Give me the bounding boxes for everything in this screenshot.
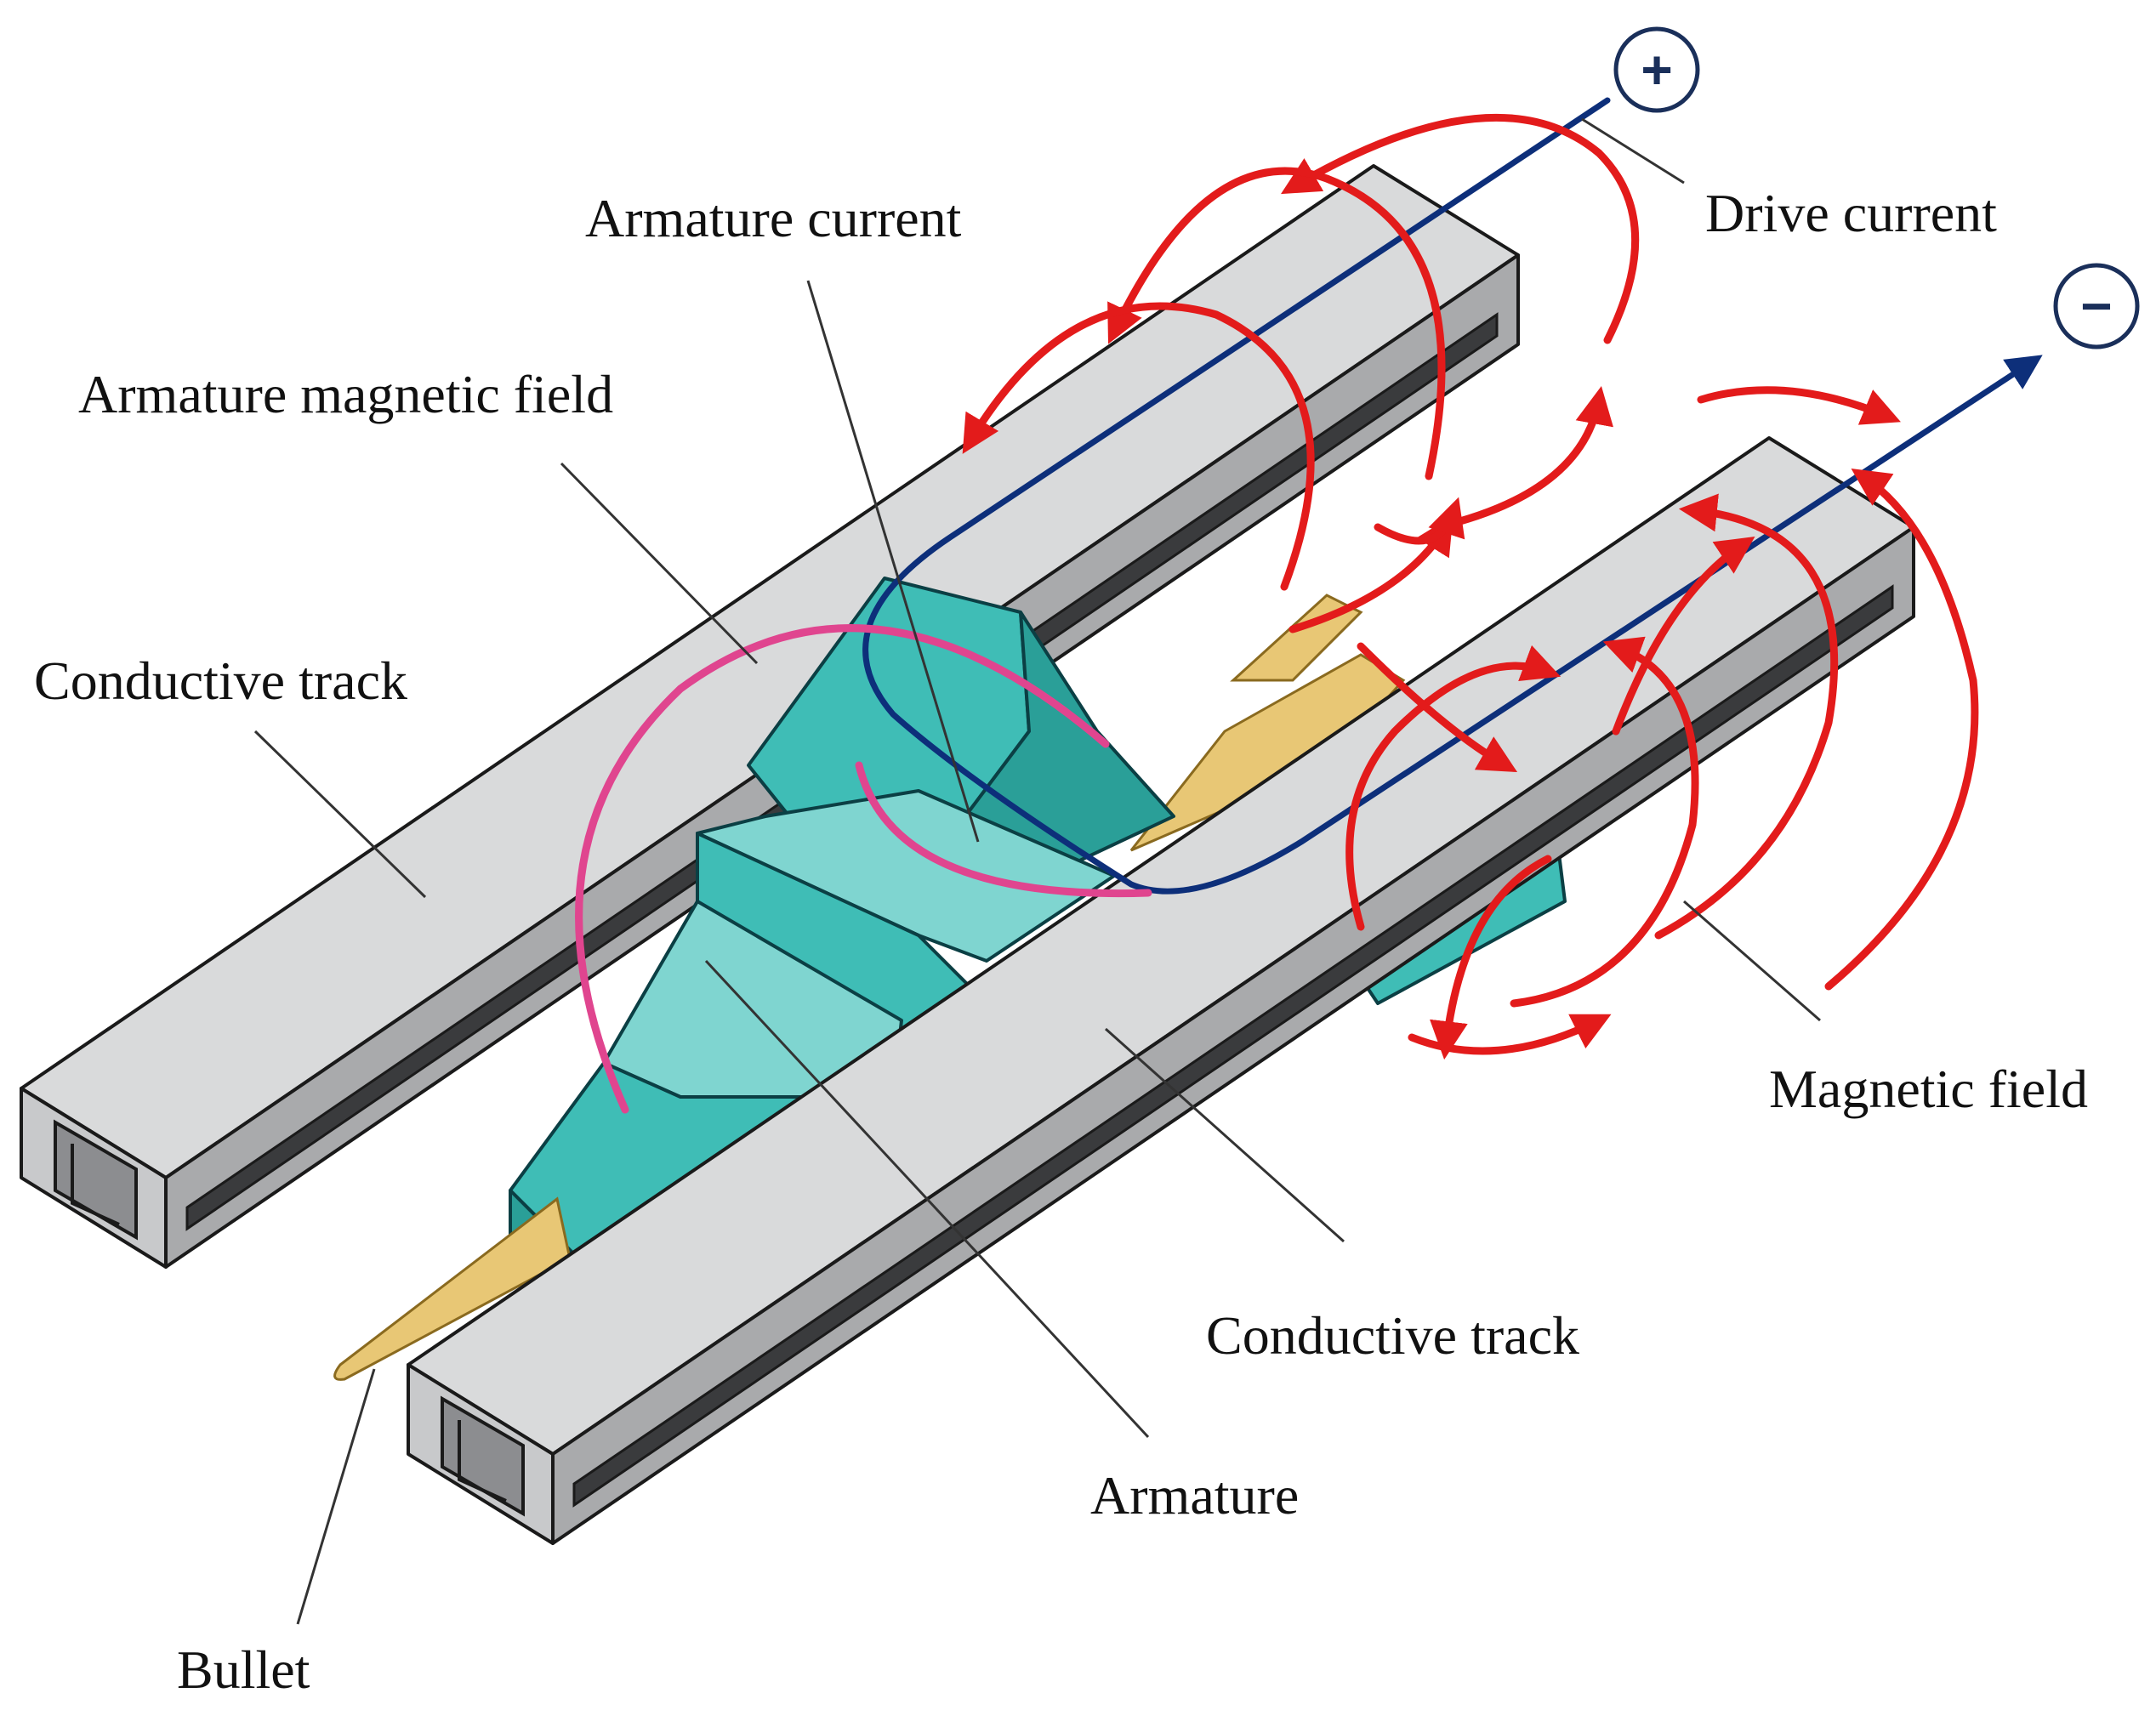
negative-terminal: − xyxy=(2053,263,2140,349)
drive-current-path xyxy=(862,97,2043,895)
magnetic-field-loops-upper-rail xyxy=(962,113,1640,633)
magnetic-field-loops-lower-rail xyxy=(1345,386,1979,1060)
label-conductive-track-right: Conductive track xyxy=(1206,1305,1579,1366)
leader-armature xyxy=(704,959,1150,1439)
leader-armature-magnetic-field xyxy=(560,462,759,665)
leader-armature-current xyxy=(806,280,980,843)
leader-conductive-track-left xyxy=(253,730,427,899)
armature-magnetic-field-arc xyxy=(575,624,1110,1114)
label-bullet: Bullet xyxy=(177,1639,310,1700)
right-conductive-track-rail xyxy=(407,436,1915,1545)
leader-conductive-track-right xyxy=(1105,1027,1345,1243)
positive-terminal: + xyxy=(1613,26,1700,113)
label-drive-current: Drive current xyxy=(1705,183,1997,243)
armature-magnetic-field-inner-arc xyxy=(855,761,1152,898)
label-magnetic-field: Magnetic field xyxy=(1769,1059,2088,1119)
leader-magnetic-field xyxy=(1683,900,1821,1022)
leader-bullet xyxy=(296,1368,376,1625)
label-armature: Armature xyxy=(1090,1465,1299,1525)
leader-lines xyxy=(253,117,1821,1625)
leader-drive-current xyxy=(1581,117,1685,185)
bullet-front xyxy=(333,1196,572,1381)
negative-terminal-sign: − xyxy=(2080,276,2112,337)
label-armature-magnetic-field: Armature magnetic field xyxy=(78,364,613,424)
positive-terminal-sign: + xyxy=(1641,39,1672,100)
label-conductive-track-left: Conductive track xyxy=(34,650,407,711)
label-armature-current: Armature current xyxy=(585,188,962,248)
